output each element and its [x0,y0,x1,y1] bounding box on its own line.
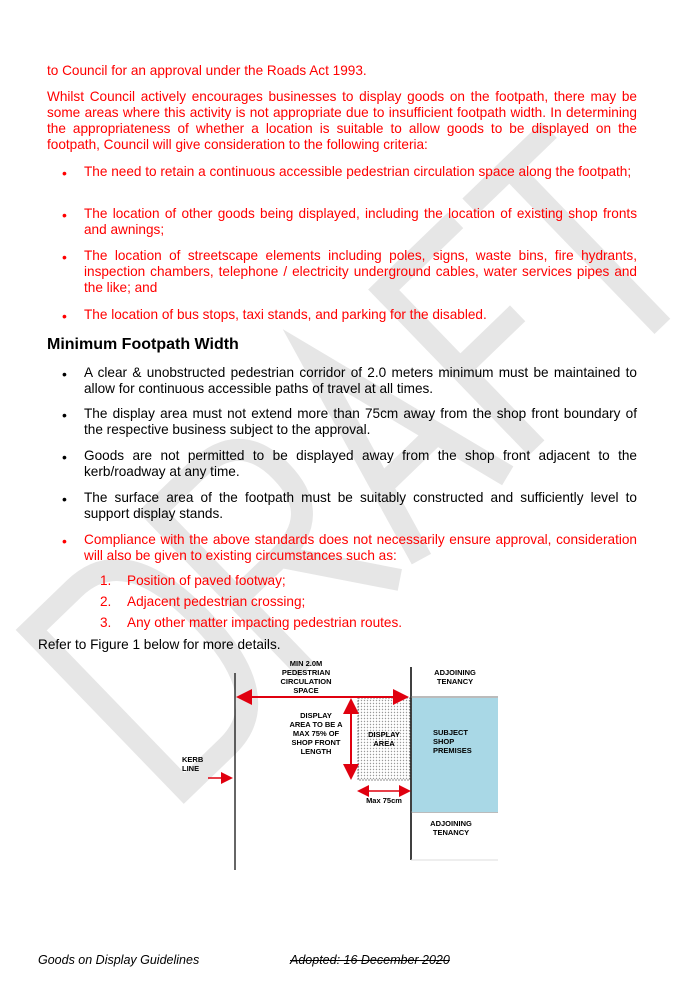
criteria-item: The location of streetscape elements inc… [84,248,637,295]
svg-text:LENGTH: LENGTH [301,747,332,756]
min-width-label: MIN 2.0M PEDESTRIAN CIRCULATION SPACE [280,659,331,695]
list-number: 3. [100,615,112,630]
svg-text:PEDESTRIAN: PEDESTRIAN [282,668,330,677]
subject-premises-label: SUBJECT SHOP PREMISES [433,728,472,755]
svg-text:DISPLAY: DISPLAY [300,711,332,720]
requirement-item: A clear & unobstructed pedestrian corrid… [84,365,637,396]
svg-text:SHOP: SHOP [433,737,454,746]
bullet-glyph: • [62,533,67,549]
criteria-item: The need to retain a continuous accessib… [84,164,632,179]
subject-premises-area [412,698,498,812]
requirement-item: The display area must not extend more th… [84,406,637,437]
svg-text:MIN 2.0M: MIN 2.0M [290,659,323,668]
criteria-item: The location of other goods being displa… [84,206,637,237]
kerb-line-label: KERB LINE [182,755,204,773]
bullet-glyph: • [62,449,67,465]
svg-text:CIRCULATION: CIRCULATION [280,677,331,686]
svg-text:TENANCY: TENANCY [433,828,469,837]
bullet-glyph: • [62,207,67,223]
svg-text:DISPLAY: DISPLAY [368,730,400,739]
svg-text:ADJOINING: ADJOINING [430,819,472,828]
list-number: 1. [100,573,112,588]
svg-text:SHOP FRONT: SHOP FRONT [291,738,340,747]
bullet-glyph: • [62,308,67,324]
circumstance-item: Any other matter impacting pedestrian ro… [127,615,403,630]
bullet-glyph: • [62,407,67,423]
svg-text:AREA: AREA [373,739,395,748]
requirement-item: The surface area of the footpath must be… [84,490,637,521]
bullet-glyph: • [62,249,67,265]
adjoining-tenancy-top-label: ADJOINING TENANCY [434,668,476,686]
bullet-glyph: • [62,491,67,507]
list-number: 2. [100,594,112,609]
criteria-item: The location of bus stops, taxi stands, … [84,307,487,322]
svg-text:MAX 75% OF: MAX 75% OF [293,729,340,738]
svg-text:AREA TO BE A: AREA TO BE A [289,720,343,729]
requirement-item: Compliance with the above standards does… [84,532,637,563]
refer-figure-line: Refer to Figure 1 below for more details… [38,637,281,652]
svg-text:SPACE: SPACE [293,686,318,695]
footer-title: Goods on Display Guidelines [38,953,200,967]
display-note-label: DISPLAY AREA TO BE A MAX 75% OF SHOP FRO… [289,711,343,756]
bullet-glyph: • [62,165,67,181]
svg-text:LINE: LINE [182,764,199,773]
section-heading: Minimum Footpath Width [47,336,239,353]
svg-text:TENANCY: TENANCY [437,677,473,686]
bullet-glyph: • [62,366,67,382]
svg-text:SUBJECT: SUBJECT [433,728,468,737]
display-area [357,697,411,781]
circumstance-item: Adjacent pedestrian crossing; [127,594,306,609]
svg-text:PREMISES: PREMISES [433,746,472,755]
max-depth-label: Max 75cm [366,796,402,805]
intro-line: to Council for an approval under the Roa… [47,63,367,78]
display-area-label: DISPLAY AREA [368,730,400,748]
circumstance-item: Position of paved footway; [127,573,286,588]
svg-text:ADJOINING: ADJOINING [434,668,476,677]
footer-adopted-date: Adopted: 16 December 2020 [290,953,450,967]
svg-text:KERB: KERB [182,755,204,764]
requirement-item: Goods are not permitted to be displayed … [84,448,637,479]
adjoining-tenancy-bottom-label: ADJOINING TENANCY [430,819,472,837]
criteria-intro-paragraph: Whilst Council actively encourages busin… [47,89,637,152]
